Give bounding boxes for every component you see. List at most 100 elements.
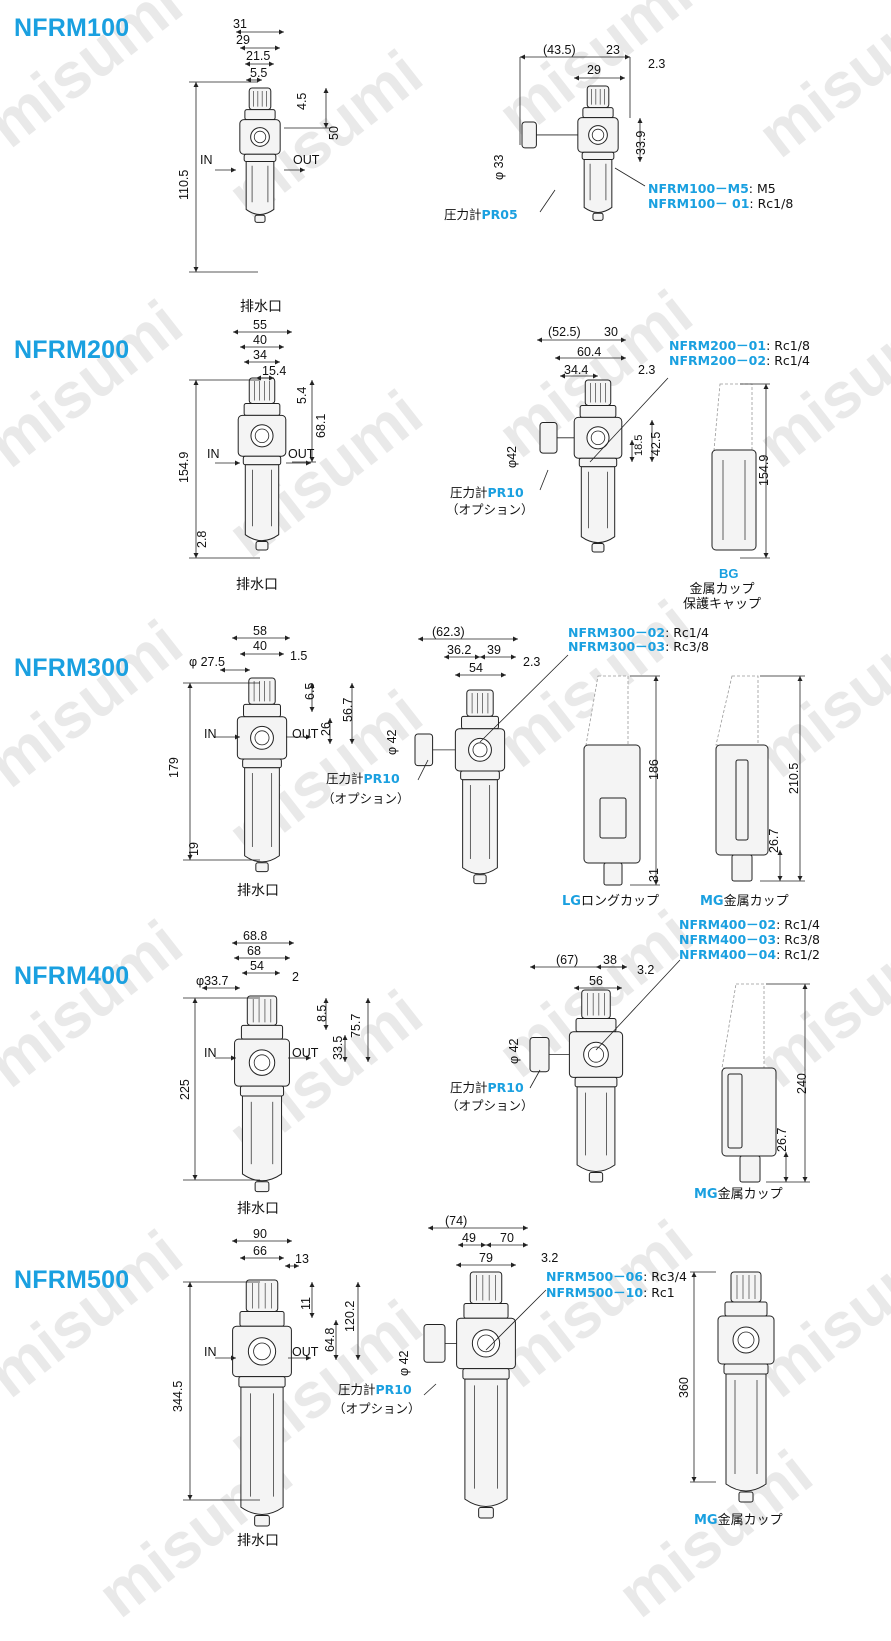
variant-callout: NFRM200－02: Rc1/4 bbox=[669, 353, 810, 368]
nfrm200-front-drain bbox=[255, 541, 269, 551]
option-dim: 210.5 bbox=[787, 762, 801, 794]
nfrm500-side-drain bbox=[478, 1507, 494, 1519]
arrow-head bbox=[537, 337, 542, 343]
dim-height: 11 bbox=[299, 1297, 313, 1310]
dim-height: 50 bbox=[327, 126, 341, 140]
arrow-head bbox=[287, 329, 292, 335]
model-title-nfrm300: NFRM300 bbox=[14, 654, 130, 682]
arrow-head bbox=[245, 667, 250, 673]
lg-option-outline bbox=[585, 675, 629, 746]
mg-option-outline bbox=[715, 675, 759, 746]
dim-height: 179 bbox=[167, 757, 181, 778]
dim-width: 3.2 bbox=[541, 1251, 559, 1265]
gauge-option-note: （オプション） bbox=[322, 791, 410, 806]
arrow-head bbox=[428, 1225, 433, 1231]
arrow-head bbox=[621, 337, 626, 343]
dim-width: (74) bbox=[445, 1214, 468, 1228]
nfrm100-front-drain bbox=[254, 214, 266, 223]
arrow-head bbox=[187, 1495, 193, 1500]
arrow-head bbox=[637, 118, 643, 123]
nfrm400-front-drain bbox=[254, 1181, 270, 1193]
dim-width: 66 bbox=[253, 1244, 267, 1258]
dim-width: 21.5 bbox=[246, 49, 271, 63]
nfrm100-side-bowl-ring bbox=[581, 151, 615, 160]
arrow-head bbox=[285, 1263, 290, 1269]
option-dim: 31 bbox=[647, 868, 661, 882]
gauge-callout: 圧力計PR10 bbox=[338, 1382, 412, 1397]
nfrm500-front-bowl-ring bbox=[238, 1376, 286, 1388]
arrow-head bbox=[309, 1282, 315, 1287]
dim-width: 90 bbox=[253, 1227, 267, 1241]
mg-drain bbox=[731, 854, 753, 882]
dim-width: 2.3 bbox=[523, 655, 541, 669]
dim-width: 30 bbox=[604, 325, 618, 339]
dim-height: 75.7 bbox=[349, 1013, 363, 1038]
arrow-head bbox=[574, 985, 579, 991]
dim-diameter: φ 27.5 bbox=[189, 655, 225, 669]
nfrm400-side-knob bbox=[581, 989, 611, 1019]
nfrm300-front-drain bbox=[255, 862, 269, 873]
dim-width: 31 bbox=[233, 17, 247, 31]
arrow-head bbox=[187, 855, 193, 860]
gauge-option-note: （オプション） bbox=[446, 502, 534, 517]
port-out-label: OUT bbox=[292, 1345, 319, 1359]
nfrm300-side-gauge-port-inner bbox=[472, 742, 488, 758]
leader-line bbox=[614, 167, 646, 187]
arrow-head bbox=[797, 676, 803, 681]
variant-callout: NFRM400－02: Rc1/4 bbox=[679, 917, 820, 932]
dim-width: 38 bbox=[603, 953, 617, 967]
variant-callout: NFRM500－06: Rc3/4 bbox=[546, 1269, 687, 1284]
dim-height: 110.5 bbox=[177, 169, 191, 200]
arrow-head bbox=[287, 1238, 292, 1244]
dim-height: 120.2 bbox=[343, 1300, 357, 1332]
arrow-head bbox=[306, 460, 311, 466]
nfrm400-side-pressure-gauge bbox=[529, 1037, 550, 1073]
option-dim: 240 bbox=[795, 1073, 809, 1094]
nfrm100-front-gauge-port-inner bbox=[253, 130, 267, 144]
nfrm300-side-pressure-gauge bbox=[414, 733, 434, 767]
port-out-label: OUT bbox=[292, 1046, 319, 1060]
arrow-head bbox=[802, 1177, 808, 1182]
arrow-head bbox=[649, 457, 655, 462]
arrow-head bbox=[245, 61, 250, 67]
dim-width: 34.4 bbox=[564, 363, 589, 377]
arrow-head bbox=[763, 384, 769, 389]
gauge-callout: 圧力計PR10 bbox=[326, 771, 400, 786]
dim-width: (52.5) bbox=[548, 325, 581, 339]
gauge-option-note: （オプション） bbox=[333, 1401, 421, 1416]
arrow-head bbox=[486, 1242, 491, 1248]
option-callout: MG金属カップ bbox=[700, 894, 789, 909]
arrow-head bbox=[475, 654, 480, 660]
arrow-head bbox=[625, 54, 630, 60]
leader-line bbox=[539, 469, 549, 491]
option-dim: 26.7 bbox=[775, 1127, 789, 1152]
arrow-head bbox=[327, 739, 333, 744]
arrow-head bbox=[306, 734, 311, 740]
arrow-head bbox=[257, 77, 262, 83]
arrow-head bbox=[236, 29, 241, 35]
dim-width: 55 bbox=[253, 318, 267, 332]
variant-callout: NFRM300－02: Rc1/4 bbox=[568, 625, 709, 640]
arrow-head bbox=[232, 1238, 237, 1244]
arrow-head bbox=[235, 985, 240, 991]
arrow-head bbox=[596, 964, 601, 970]
arrow-head bbox=[620, 75, 625, 81]
arrow-head bbox=[355, 1355, 361, 1360]
dim-height: 33.9 bbox=[634, 130, 648, 155]
nfrm100-front-gauge-port bbox=[250, 127, 270, 147]
drain-label: 排水口 bbox=[237, 1533, 279, 1549]
nfrm100-side-drain bbox=[592, 212, 604, 221]
model-title-nfrm400: NFRM400 bbox=[14, 962, 130, 990]
dim-height: 64.8 bbox=[323, 1327, 337, 1352]
option-dim: 186 bbox=[647, 759, 661, 780]
port-in-label: IN bbox=[207, 447, 220, 461]
arrow-head bbox=[355, 1282, 361, 1287]
dim-width: 60.4 bbox=[577, 345, 602, 359]
nfrm100-side-bowl bbox=[583, 158, 613, 213]
nfrm500-front-gauge-port-inner bbox=[253, 1342, 271, 1361]
lg-drain bbox=[603, 862, 623, 886]
arrow-head bbox=[240, 651, 245, 657]
arrow-head bbox=[309, 683, 315, 688]
arrow-head bbox=[637, 157, 643, 162]
